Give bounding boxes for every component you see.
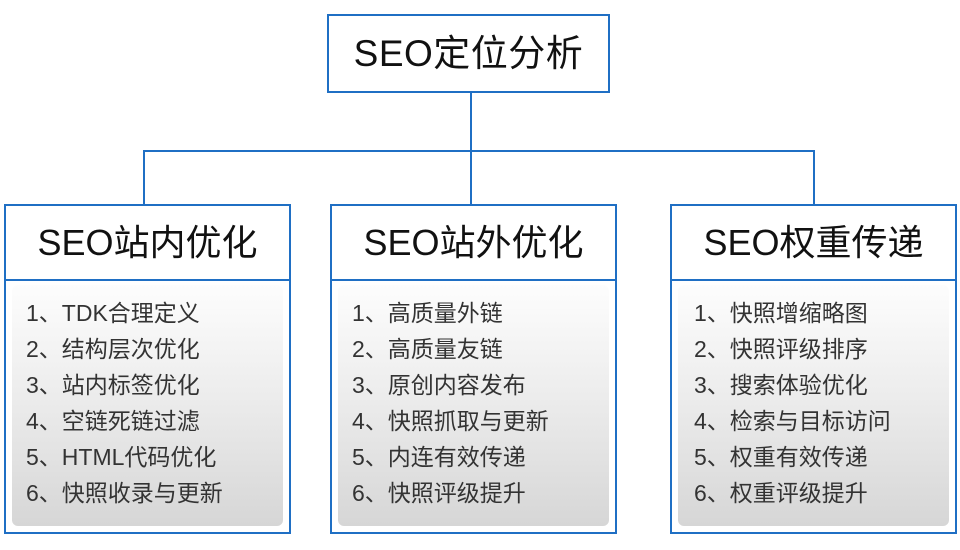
connector-root-stem xyxy=(470,93,472,152)
branch-offsite-optimization: SEO站外优化 1、 高质量外链 2、 高质量友链 3、 原创内容发布 4、 快 xyxy=(330,204,617,536)
list-item: 1、 快照增缩略图 xyxy=(694,295,943,331)
list-item-index: 1、 xyxy=(26,300,62,326)
list-item-text: 搜索体验优化 xyxy=(729,372,868,398)
branch-2-header-label: SEO站外优化 xyxy=(363,221,584,263)
list-item-text: HTML代码优化 xyxy=(61,444,217,470)
branch-2-list: 1、 高质量外链 2、 高质量友链 3、 原创内容发布 4、 快照抓取与更新 5… xyxy=(338,285,609,526)
list-item-index: 4、 xyxy=(352,408,388,434)
list-item: 5、 内连有效传递 xyxy=(352,439,603,475)
list-item-index: 1、 xyxy=(352,300,388,326)
connector-branch-2-drop xyxy=(470,150,472,205)
list-item-text: 快照评级提升 xyxy=(387,480,526,506)
list-item-index: 2、 xyxy=(352,336,388,362)
branch-3-header[interactable]: SEO权重传递 xyxy=(670,204,957,281)
list-item: 6、 权重评级提升 xyxy=(694,475,943,511)
branch-3-header-label: SEO权重传递 xyxy=(703,221,924,263)
list-item-index: 5、 xyxy=(694,444,730,470)
list-item-text: 结构层次优化 xyxy=(61,336,200,362)
list-item: 3、 搜索体验优化 xyxy=(694,367,943,403)
branch-2-body: 1、 高质量外链 2、 高质量友链 3、 原创内容发布 4、 快照抓取与更新 5… xyxy=(330,279,617,534)
list-item: 1、 高质量外链 xyxy=(352,295,603,331)
connector-branch-3-drop xyxy=(813,150,815,205)
list-item: 2、 快照评级排序 xyxy=(694,331,943,367)
list-item-text: 快照增缩略图 xyxy=(729,300,868,326)
list-item: 4、 检索与目标访问 xyxy=(694,403,943,439)
list-item-index: 2、 xyxy=(694,336,730,362)
list-item: 4、 空链死链过滤 xyxy=(26,403,277,439)
list-item: 6、 快照评级提升 xyxy=(352,475,603,511)
list-item-text: 内连有效传递 xyxy=(387,444,526,470)
list-item-text: 快照收录与更新 xyxy=(61,480,223,506)
list-item: 4、 快照抓取与更新 xyxy=(352,403,603,439)
list-item: 2、 高质量友链 xyxy=(352,331,603,367)
branch-3-body: 1、 快照增缩略图 2、 快照评级排序 3、 搜索体验优化 4、 检索与目标访问… xyxy=(670,279,957,534)
list-item-index: 6、 xyxy=(694,480,730,506)
branch-2-header[interactable]: SEO站外优化 xyxy=(330,204,617,281)
list-item-text: 权重评级提升 xyxy=(729,480,868,506)
list-item-text: 原创内容发布 xyxy=(387,372,526,398)
list-item-index: 4、 xyxy=(694,408,730,434)
list-item: 2、 结构层次优化 xyxy=(26,331,277,367)
list-item: 6、 快照收录与更新 xyxy=(26,475,277,511)
list-item-text: 检索与目标访问 xyxy=(729,408,891,434)
list-item-text: 高质量外链 xyxy=(387,300,503,326)
branch-1-list: 1、 TDK合理定义 2、 结构层次优化 3、 站内标签优化 4、 空链死链过滤… xyxy=(12,285,283,526)
list-item-text: 站内标签优化 xyxy=(61,372,200,398)
list-item-index: 3、 xyxy=(694,372,730,398)
branch-onsite-optimization: SEO站内优化 1、 TDK合理定义 2、 结构层次优化 3、 站内标签优化 4… xyxy=(4,204,291,536)
list-item-index: 4、 xyxy=(26,408,62,434)
list-item: 5、 HTML代码优化 xyxy=(26,439,277,475)
list-item-text: 空链死链过滤 xyxy=(61,408,200,434)
branch-3-list: 1、 快照增缩略图 2、 快照评级排序 3、 搜索体验优化 4、 检索与目标访问… xyxy=(678,285,949,526)
list-item: 5、 权重有效传递 xyxy=(694,439,943,475)
list-item-text: 快照抓取与更新 xyxy=(387,408,549,434)
list-item-index: 6、 xyxy=(352,480,388,506)
list-item-index: 1、 xyxy=(694,300,730,326)
list-item-index: 3、 xyxy=(352,372,388,398)
list-item-text: 高质量友链 xyxy=(387,336,503,362)
connector-branch-1-drop xyxy=(143,150,145,205)
list-item: 3、 站内标签优化 xyxy=(26,367,277,403)
branch-weight-transfer: SEO权重传递 1、 快照增缩略图 2、 快照评级排序 3、 搜索体验优化 4、 xyxy=(670,204,957,536)
list-item-index: 5、 xyxy=(352,444,388,470)
branch-1-header[interactable]: SEO站内优化 xyxy=(4,204,291,281)
branch-1-header-label: SEO站内优化 xyxy=(37,221,258,263)
root-node-seo-positioning-analysis[interactable]: SEO定位分析 xyxy=(327,14,610,93)
branch-1-body: 1、 TDK合理定义 2、 结构层次优化 3、 站内标签优化 4、 空链死链过滤… xyxy=(4,279,291,534)
list-item-index: 3、 xyxy=(26,372,62,398)
root-node-label: SEO定位分析 xyxy=(353,33,584,74)
list-item-text: 快照评级排序 xyxy=(729,336,868,362)
list-item-text: 权重有效传递 xyxy=(729,444,868,470)
list-item: 1、 TDK合理定义 xyxy=(26,295,277,331)
list-item-text: TDK合理定义 xyxy=(61,300,200,326)
list-item-index: 6、 xyxy=(26,480,62,506)
connector-horizontal-bus xyxy=(143,150,815,152)
list-item: 3、 原创内容发布 xyxy=(352,367,603,403)
list-item-index: 2、 xyxy=(26,336,62,362)
list-item-index: 5、 xyxy=(26,444,62,470)
